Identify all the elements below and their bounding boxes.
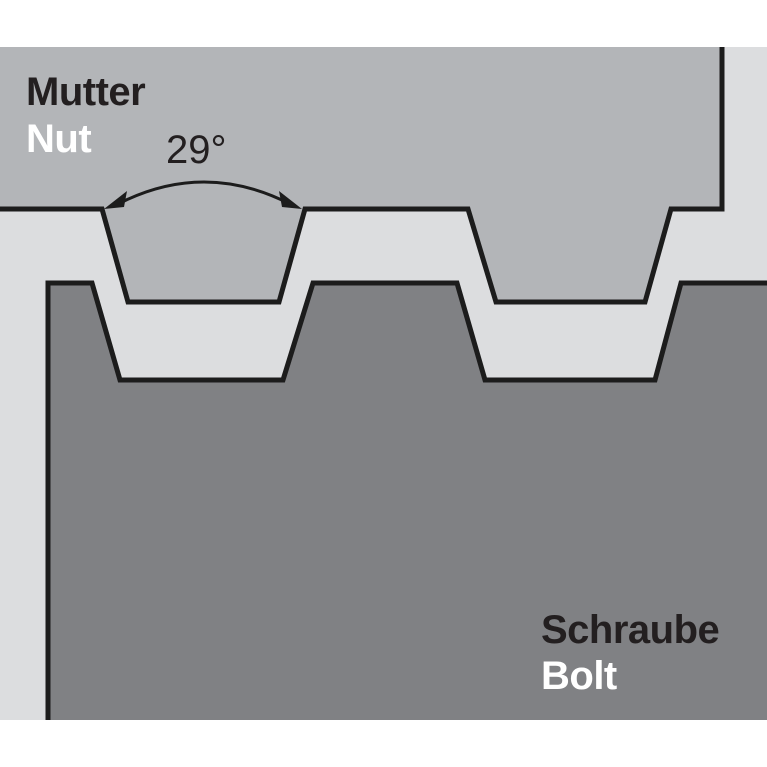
- nut-label-german: Mutter: [26, 70, 145, 114]
- bolt-body: [48, 283, 767, 720]
- bolt-outline: [45, 280, 767, 720]
- thread-angle-label: 29°: [166, 128, 227, 172]
- bolt-label-german: Schraube: [541, 608, 719, 652]
- bolt-label-english: Bolt: [541, 654, 617, 698]
- nut-body: [0, 47, 722, 302]
- nut-outline: [0, 47, 725, 305]
- double-headed-curved-arrow-icon: [104, 180, 302, 209]
- nut-label-english: Nut: [26, 117, 91, 161]
